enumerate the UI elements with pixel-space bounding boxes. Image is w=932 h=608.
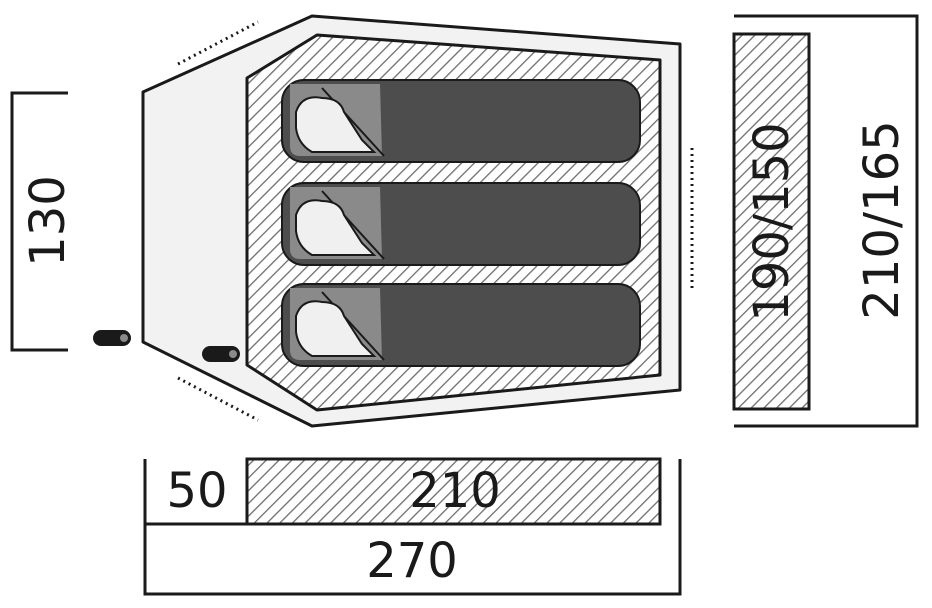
sleeping-bag (281, 79, 641, 163)
inner-length-label: 210 (409, 463, 501, 519)
head-icon (295, 300, 377, 357)
head-icon (295, 96, 377, 153)
inner-height-label: 190/150 (744, 122, 800, 321)
inner-height-hatched (732, 32, 811, 411)
outer-height-label: 210/165 (854, 120, 910, 319)
total-length-label: 270 (366, 533, 458, 589)
vestibule-length-label: 50 (166, 463, 227, 519)
tent-peg-inner (202, 346, 240, 362)
sleeping-bag (281, 182, 641, 266)
head-icon (295, 199, 377, 256)
tent-peg-outer (93, 330, 131, 346)
outer-height-bracket (734, 14, 919, 428)
inner-length-hatched (245, 457, 662, 526)
sleeping-bag (281, 283, 641, 367)
total-length-bracket (143, 459, 682, 596)
vestibule-depth-label: 130 (20, 175, 76, 267)
door-zippers (141, 20, 694, 422)
vestibule-depth-bracket (10, 91, 68, 352)
